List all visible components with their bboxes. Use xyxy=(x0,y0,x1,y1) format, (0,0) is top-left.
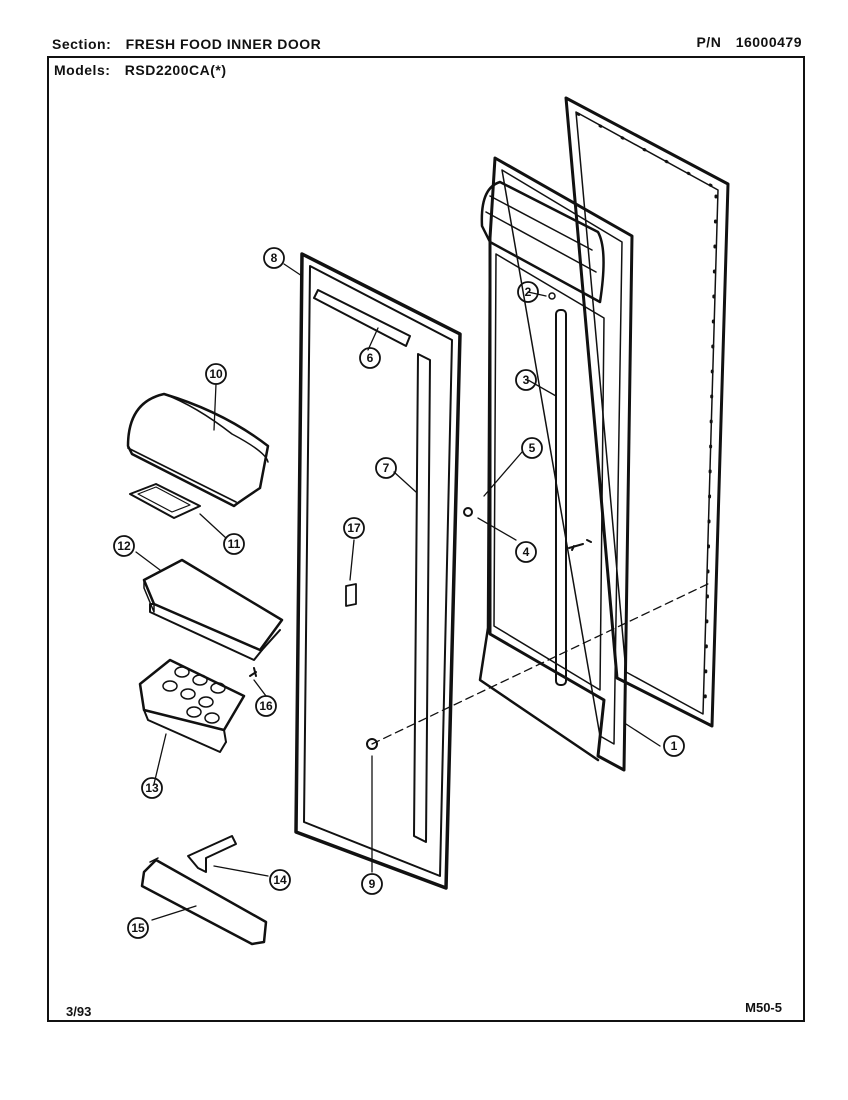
outer-door-panel xyxy=(564,96,730,728)
screws xyxy=(249,507,473,750)
callout-circle-1 xyxy=(663,735,685,757)
callout-7: 7 xyxy=(383,461,390,475)
callout-3: 3 xyxy=(523,373,530,387)
callout-12: 12 xyxy=(117,539,131,553)
dairy-cover xyxy=(126,392,270,508)
callout-6: 6 xyxy=(367,351,374,365)
callout-4: 4 xyxy=(523,545,530,559)
section-label: Section: xyxy=(52,36,112,52)
callout-14: 14 xyxy=(273,873,287,887)
callout-circle-16 xyxy=(255,695,277,717)
inner-door-liner xyxy=(478,156,634,772)
pn-label: P/N xyxy=(696,34,722,50)
callout-11: 11 xyxy=(228,537,241,551)
bottom-trim xyxy=(140,857,268,946)
callout-circle-6 xyxy=(359,347,381,369)
callout-circle-10 xyxy=(205,363,227,385)
callout-13: 13 xyxy=(145,781,159,795)
models-header: Models: RSD2200CA(*) xyxy=(54,62,226,78)
diagram-frame xyxy=(47,56,805,1022)
section-header: Section: FRESH FOOD INNER DOOR xyxy=(52,36,321,52)
bracket xyxy=(187,835,237,873)
models-label: Models: xyxy=(54,62,111,78)
callout-circle-2 xyxy=(517,281,539,303)
revision-date: 3/93 xyxy=(66,1004,92,1019)
models-value: RSD2200CA(*) xyxy=(124,62,227,78)
callout-17: 17 xyxy=(347,521,361,535)
callout-5: 5 xyxy=(529,441,536,455)
door-bin xyxy=(142,558,284,661)
callout-circle-17 xyxy=(343,517,365,539)
part-number-header: P/N 16000479 xyxy=(696,34,802,50)
pn-value: 16000479 xyxy=(735,34,802,50)
callout-1: 1 xyxy=(671,739,678,753)
egg-tray xyxy=(138,658,246,753)
callout-2: 2 xyxy=(525,285,532,299)
door-gasket-frame xyxy=(294,252,462,890)
section-title: FRESH FOOD INNER DOOR xyxy=(125,36,322,52)
callout-10: 10 xyxy=(209,367,223,381)
callout-circle-5 xyxy=(521,437,543,459)
cover-tray xyxy=(129,483,201,519)
callout-circles xyxy=(113,247,685,939)
page-code: M50-5 xyxy=(745,1000,782,1015)
callout-circle-9 xyxy=(361,873,383,895)
callout-circle-11 xyxy=(223,533,245,555)
callout-circle-13 xyxy=(141,777,163,799)
callout-9: 9 xyxy=(369,877,376,891)
callout-circle-4 xyxy=(515,541,537,563)
callout-circle-12 xyxy=(113,535,135,557)
callout-16: 16 xyxy=(259,699,273,713)
callout-15: 15 xyxy=(131,921,145,935)
callout-circle-14 xyxy=(269,869,291,891)
callout-circle-8 xyxy=(263,247,285,269)
callout-circle-15 xyxy=(127,917,149,939)
callout-circle-7 xyxy=(375,457,397,479)
callout-8: 8 xyxy=(271,251,278,265)
callout-circle-3 xyxy=(515,369,537,391)
leader-lines xyxy=(135,263,713,921)
